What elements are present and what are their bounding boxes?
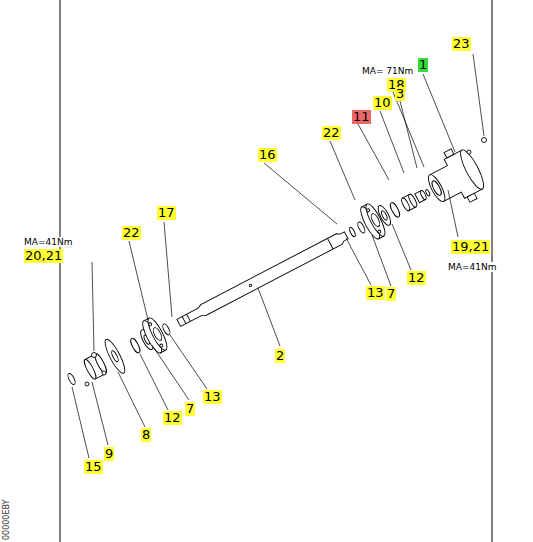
callout-number: 3: [395, 87, 405, 101]
callout-number: 22: [122, 226, 141, 240]
callout-number: 22: [322, 126, 341, 140]
callout-number: 8: [141, 428, 151, 442]
callout-number: 12: [407, 271, 426, 285]
callout-number: 17: [157, 206, 176, 220]
callout-number: 12: [163, 411, 182, 425]
callout-number: 23: [452, 37, 471, 51]
torque-note: MA=41Nm: [24, 237, 72, 247]
torque-note: MA= 71Nm: [362, 66, 413, 76]
callout-number: 15: [84, 460, 103, 474]
torque-note: MA=41Nm: [448, 262, 496, 272]
callout-number: 2: [275, 349, 285, 363]
callout-number: 13: [203, 390, 222, 404]
callout-number: 10: [373, 96, 392, 110]
drawing-id: 00000EBY: [2, 500, 11, 540]
callout-number: 7: [386, 287, 396, 301]
callout-number: 19,21: [451, 240, 490, 254]
callout-number: 16: [258, 148, 277, 162]
callout-number: 20,21: [24, 249, 63, 263]
callout-number: 1: [418, 58, 428, 72]
callout-number: 9: [104, 447, 114, 461]
callout-number: 11: [352, 110, 371, 124]
callout-number: 7: [185, 402, 195, 416]
callout-number: 13: [366, 286, 385, 300]
